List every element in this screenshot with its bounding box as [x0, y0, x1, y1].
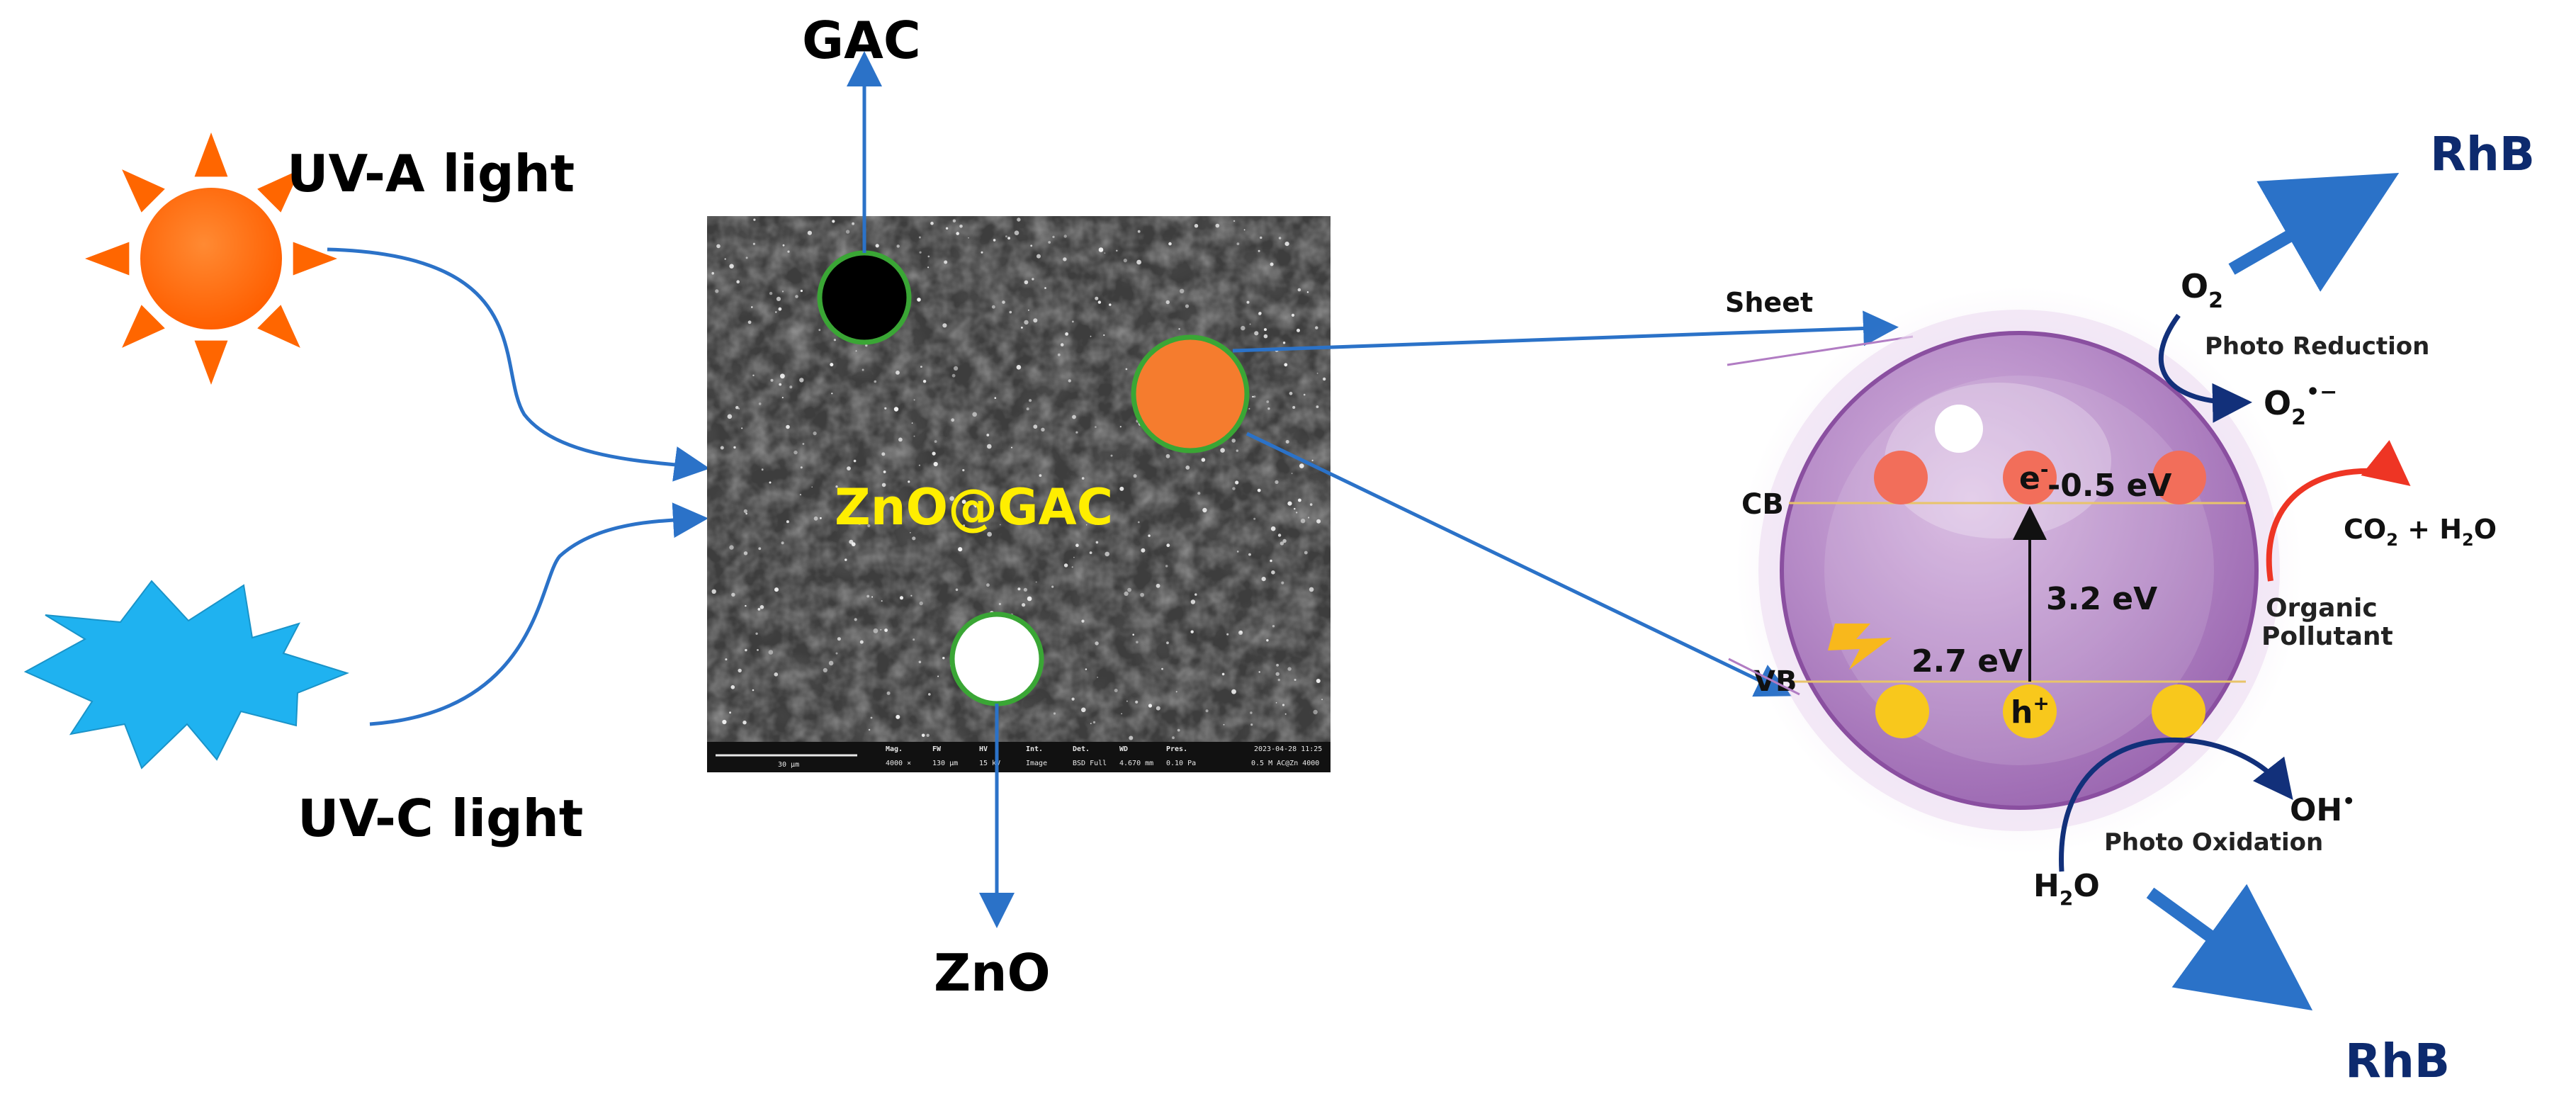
- sem-sample: 0.5 M AC@Zn 4000: [1251, 760, 1319, 767]
- rhb-top-label: RhB: [2430, 127, 2535, 181]
- rhb-bottom-label: RhB: [2345, 1034, 2450, 1088]
- uva-label: UV-A light: [287, 144, 575, 203]
- o2-label: O2: [2181, 267, 2223, 313]
- sem-col-value: 4.670 mm: [1119, 760, 1153, 767]
- sem-col-head: FW: [932, 745, 942, 753]
- sem-col-value: 130 μm: [932, 760, 958, 767]
- uvc-label: UV-C light: [298, 789, 583, 848]
- hole-label: h+: [2011, 692, 2050, 731]
- photo-reduction-label: Photo Reduction: [2205, 332, 2429, 361]
- mineralization-arrow: [2266, 440, 2411, 582]
- photo-oxidation-label: Photo Oxidation: [2104, 828, 2323, 857]
- hole-dot: [2152, 684, 2205, 738]
- sem-col-head: Int.: [1026, 745, 1043, 753]
- electron-dot: [2003, 451, 2057, 504]
- vb-energy: 2.7 eV: [1911, 643, 2023, 679]
- sheet-arrow: [1232, 310, 1899, 353]
- zno-gac-marker: [1131, 334, 1250, 453]
- rhb-top-arrow: [2228, 173, 2400, 292]
- gac-label: GAC: [802, 11, 921, 70]
- electron-label: e-: [2019, 458, 2048, 497]
- sem-col-value: 15 kV: [979, 760, 1000, 767]
- sem-scale: 30 μm: [778, 761, 799, 769]
- photo-oxidation-arrow: [2059, 737, 2293, 872]
- sem-col-value: 4000 ×: [886, 760, 911, 767]
- vb-arrow: [1245, 432, 1792, 697]
- sem-col-value: 0.10 Pa: [1166, 760, 1196, 767]
- sem-datetime: 2023-04-28 11:25: [1254, 745, 1322, 753]
- electron-dot: [2152, 451, 2206, 504]
- composite-label: ZnO@GAC: [835, 478, 1113, 536]
- cb-label: CB: [1741, 488, 1784, 521]
- sem-col-head: Det.: [1073, 745, 1090, 753]
- zno-label: ZnO: [934, 943, 1051, 1003]
- uvc-arrow: [369, 502, 708, 726]
- sem-col-value: Image: [1026, 760, 1047, 767]
- vb-pointer-line: [1728, 658, 1800, 696]
- gac-marker: [817, 250, 912, 345]
- superoxide-label: O2•−: [2264, 380, 2337, 430]
- band-gap-energy: 3.2 eV: [2046, 581, 2157, 617]
- rhb-bottom-arrow: [2146, 884, 2313, 1011]
- sem-col-head: Pres.: [1166, 745, 1187, 753]
- cb-energy: -0.5 eV: [2047, 468, 2171, 504]
- sem-col-head: WD: [1119, 745, 1128, 753]
- sem-col-head: HV: [979, 745, 988, 753]
- lightning-icon: [1828, 624, 1892, 670]
- hole-dot: [2003, 684, 2057, 738]
- products-label: CO2 + H2O: [2344, 514, 2497, 550]
- sem-col-head: Mag.: [886, 745, 903, 753]
- sun-icon: [85, 132, 337, 385]
- electron-dot: [1874, 451, 1928, 504]
- photo-reduction-arrow: [2158, 313, 2252, 423]
- water-label: H2O: [2033, 868, 2100, 910]
- hydroxyl-radical-label: OH•: [2290, 789, 2355, 828]
- sem-col-value: BSD Full: [1073, 760, 1107, 767]
- zno-marker: [949, 611, 1044, 706]
- hole-dot: [1875, 684, 1929, 738]
- uvc-starburst-icon: [23, 580, 349, 769]
- sheet-label: Sheet: [1725, 287, 1813, 318]
- photocatalyst-particle: [1736, 287, 2303, 854]
- uva-arrow: [327, 247, 710, 482]
